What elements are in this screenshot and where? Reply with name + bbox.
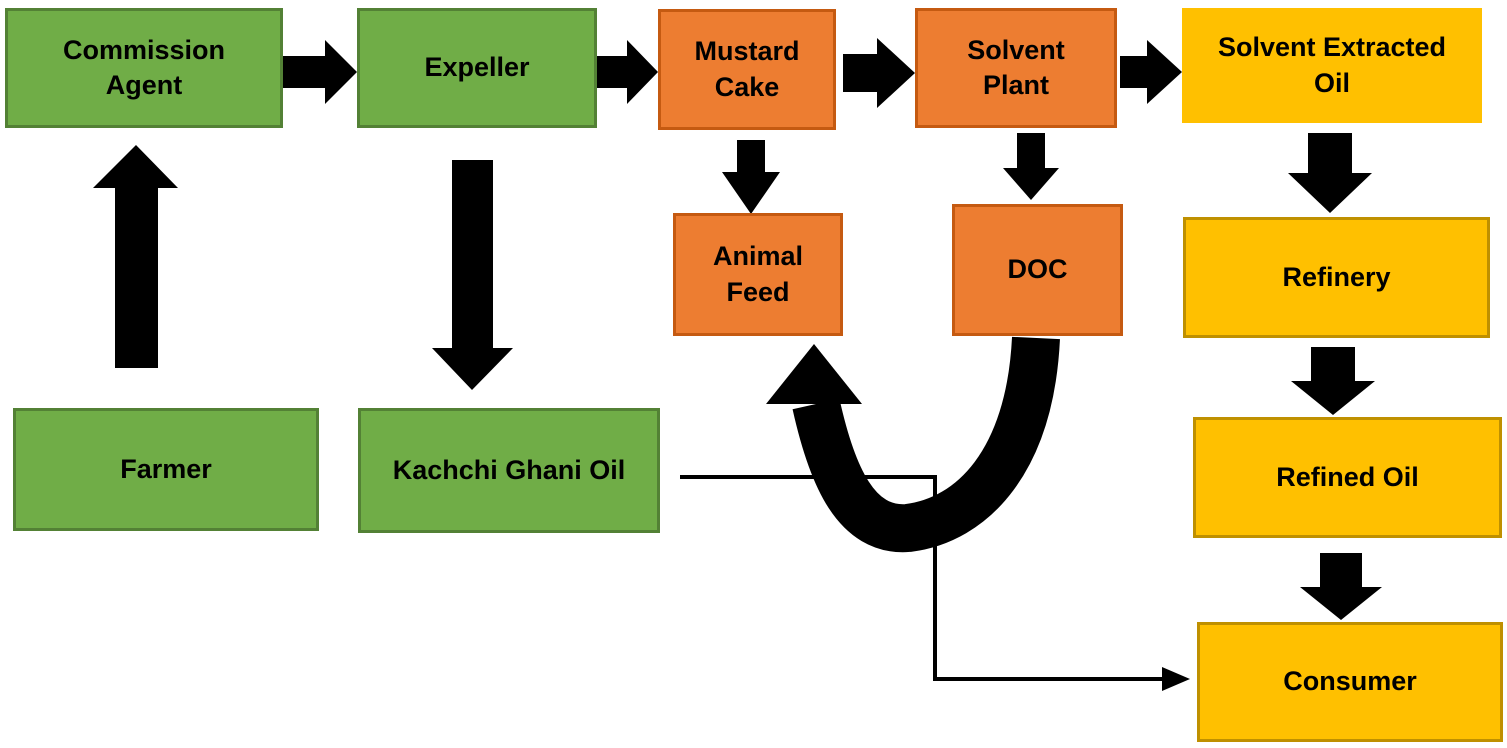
arrow-mustard-cake-to-animal-feed (722, 140, 780, 214)
arrow-solvent-plant-to-solvent-extracted-oil (1120, 40, 1182, 104)
node-farmer: Farmer (13, 408, 319, 531)
arrow-commission-agent-to-expeller (283, 40, 357, 104)
arrow-doc-to-animal-feed-head (766, 344, 862, 404)
node-refined-oil: Refined Oil (1193, 417, 1502, 538)
node-solvent-extracted-oil-label: Solvent Extracted Oil (1217, 32, 1447, 98)
node-refinery-label: Refinery (1282, 261, 1391, 292)
node-solvent-plant-label: Solvent Plant (967, 34, 1065, 100)
node-expeller: Expeller (357, 8, 597, 128)
node-animal-feed: Animal Feed (673, 213, 843, 336)
arrow-expeller-to-mustard-cake (597, 40, 658, 104)
node-mustard-cake: Mustard Cake (658, 9, 836, 130)
node-kachchi-ghani-oil-label: Kachchi Ghani Oil (392, 454, 626, 485)
node-solvent-plant: Solvent Plant (915, 8, 1117, 128)
node-mustard-cake-label: Mustard Cake (694, 36, 800, 102)
node-expeller-label: Expeller (424, 52, 530, 83)
node-consumer-label: Consumer (1283, 666, 1417, 697)
node-kachchi-ghani-oil: Kachchi Ghani Oil (358, 408, 660, 533)
arrow-solvent-extracted-oil-to-refinery (1288, 133, 1372, 213)
node-refined-oil-label: Refined Oil (1276, 461, 1419, 492)
arrow-expeller-to-kachchi-ghani-oil (432, 160, 513, 390)
node-doc-label: DOC (1007, 254, 1068, 285)
arrow-refinery-to-refined-oil (1291, 347, 1375, 415)
arrow-farmer-to-commission-agent (93, 145, 178, 368)
node-commission-agent-label: Commission Agent (62, 34, 226, 100)
arrow-mustard-cake-to-solvent-plant (843, 38, 915, 108)
node-solvent-extracted-oil: Solvent Extracted Oil (1182, 8, 1482, 123)
node-doc: DOC (952, 204, 1123, 336)
node-consumer: Consumer (1197, 622, 1503, 742)
node-animal-feed-label: Animal Feed (712, 241, 804, 307)
node-commission-agent: Commission Agent (5, 8, 283, 128)
node-farmer-label: Farmer (120, 453, 212, 484)
arrow-refined-oil-to-consumer (1300, 553, 1382, 620)
node-refinery: Refinery (1183, 217, 1490, 338)
connector-kachchi-arrowhead (1162, 667, 1190, 691)
connector-kachchi-ghani-oil-to-consumer (680, 475, 1184, 681)
arrow-doc-to-animal-feed-curve (792, 336, 1060, 553)
arrow-solvent-plant-to-doc (1003, 133, 1059, 200)
